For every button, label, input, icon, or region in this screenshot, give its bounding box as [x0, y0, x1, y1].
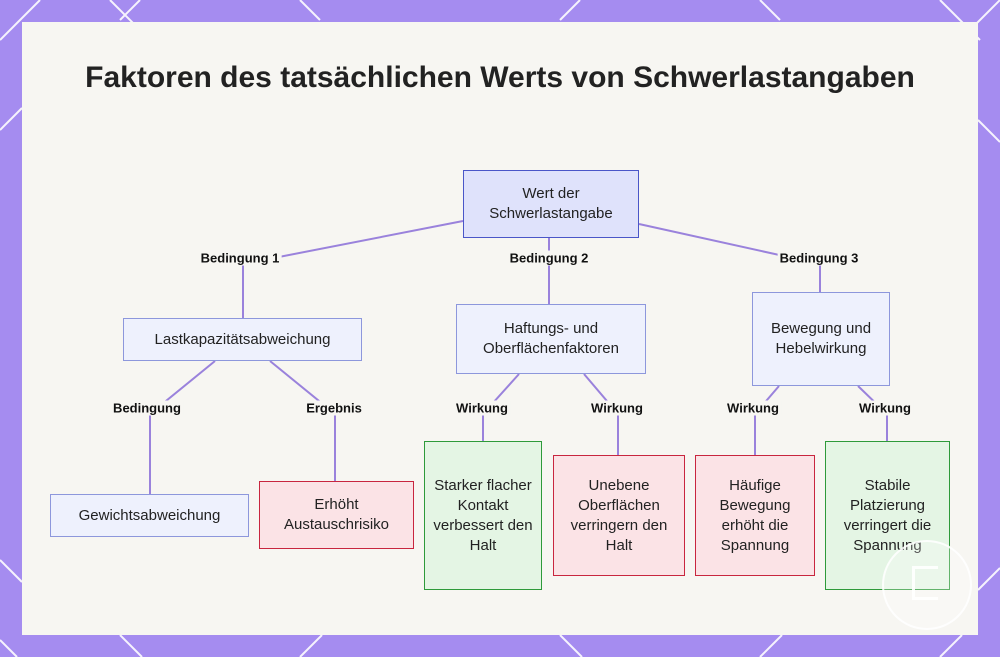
- edge-label-bedingung-3: Bedingung 3: [777, 250, 861, 266]
- edge-bewegung-haeufig: [754, 385, 780, 455]
- watermark-logo: [882, 540, 972, 630]
- edge-label-wirkung-3: Wirkung: [725, 400, 781, 416]
- node-uneben: Unebene Oberflächen verringern den Halt: [553, 455, 685, 576]
- edge-label-wirkung-4: Wirkung: [857, 400, 913, 416]
- node-bewegung: Bewegung und Hebelwirkung: [752, 292, 890, 386]
- edge-lastkapazitaet-gewicht: [149, 360, 216, 494]
- edge-label-wirkung-2: Wirkung: [589, 400, 645, 416]
- node-root: Wert der Schwerlastangabe: [463, 170, 639, 238]
- node-austausch: Erhöht Austauschrisiko: [259, 481, 414, 549]
- edge-label-bedingung-2: Bedingung 2: [507, 250, 591, 266]
- node-haeufig: Häufige Bewegung erhöht die Spannung: [695, 455, 815, 576]
- node-lastkapazitaet: Lastkapazitätsabweichung: [123, 318, 362, 361]
- edge-label-bedingung: Bedingung: [111, 400, 183, 416]
- node-kontakt: Starker flacher Kontakt verbessert den H…: [424, 441, 542, 590]
- diagram-title: Faktoren des tatsächlichen Werts von Sch…: [85, 61, 915, 94]
- node-gewicht: Gewichtsabweichung: [50, 494, 249, 537]
- edge-label-wirkung-1: Wirkung: [454, 400, 510, 416]
- edge-label-ergebnis: Ergebnis: [304, 400, 364, 416]
- edge-lastkapazitaet-austausch: [269, 360, 336, 481]
- logo-mark-icon: [912, 566, 938, 600]
- edge-label-bedingung-1: Bedingung 1: [198, 250, 282, 266]
- edge-root-lastkapazitaet: [242, 220, 464, 318]
- node-haftung: Haftungs- und Oberflächenfaktoren: [456, 304, 646, 374]
